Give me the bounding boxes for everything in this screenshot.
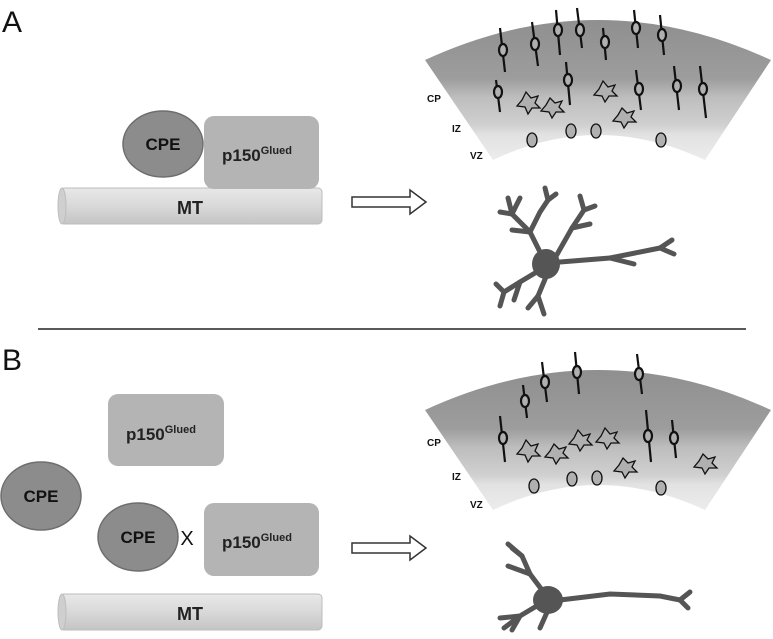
multipolar-cell [592,79,619,104]
cpe-ellipse-b-bound: CPE [97,502,179,572]
radial-neuron [656,14,668,56]
microtubule-a: MT [57,187,323,225]
vz-label-a: VZ [470,151,483,162]
progenitor-cell [526,132,538,148]
right-arrow-icon-b [351,534,428,562]
radial-neuron [599,27,611,61]
panel-b-letter: B [2,344,22,377]
multipolar-cell [611,106,638,130]
radial-neuron [562,61,574,106]
radial-neuron [668,419,680,459]
p150-sup-b-top: Glued [165,424,196,436]
iz-label-b: IZ [452,472,461,483]
radial-neuron [539,361,551,403]
p150-box-b-bottom: p150Glued [204,503,319,576]
multipolar-cell [594,426,621,451]
p150-label-a: p150 [222,146,261,165]
radial-neuron [633,353,645,395]
radial-neuron [574,7,586,49]
cpe-ellipse-a: CPE [122,110,204,178]
progenitor-cell [590,123,602,139]
cpe-label-b-free: CPE [24,487,59,506]
cpe-label-a: CPE [146,135,181,154]
panel-b: B p150Glued CPE MT p150Glued [0,344,771,633]
neuron-b [497,541,693,633]
neuron-soma [532,249,560,279]
progenitor-cell [566,471,578,487]
cp-label-a: CP [427,94,441,105]
iz-label-a: IZ [452,124,461,135]
neuron-cells-b [497,351,719,496]
no-binding-x-mark: X [180,528,193,550]
p150-label-b-top: p150 [126,425,165,444]
radial-neuron [492,79,504,113]
cpe-ellipse-b-free: CPE [0,461,82,531]
progenitor-cell [655,132,667,148]
svg-text:p150Glued: p150Glued [222,532,292,552]
radial-neuron [671,65,683,111]
neuron-soma [533,586,563,614]
mt-label-a: MT [177,198,203,218]
progenitor-cell [528,478,540,494]
svg-text:p150Glued: p150Glued [126,424,196,444]
radial-neuron [529,21,541,67]
progenitor-cell [655,480,667,496]
p150-label-b-bottom: p150 [222,533,261,552]
p150-sup-a: Glued [261,145,292,157]
radial-neuron [519,384,531,419]
multipolar-cell [515,438,542,464]
multipolar-cell [543,442,570,466]
radial-neuron [697,65,709,119]
panel-a: A MT p150Glued CPE CP IZ VZ [2,6,771,317]
multipolar-cell [692,452,719,476]
neuron-cells-a [492,7,709,148]
cortex-b: CP IZ VZ [425,351,771,511]
radial-neuron [630,9,642,49]
panel-a-letter: A [2,6,22,39]
microtubule-b: MT [57,593,323,631]
multipolar-cell [515,90,542,116]
multipolar-cell [567,428,594,453]
svg-text:p150Glued: p150Glued [222,145,292,165]
radial-neuron [497,415,509,463]
right-arrow-icon-a [351,188,428,216]
radial-neuron [571,351,583,395]
radial-neuron [497,27,509,73]
p150-box-b-top: p150Glued [108,394,224,466]
vz-label-b: VZ [470,500,483,511]
progenitor-cell [565,123,577,139]
cortex-a: CP IZ VZ [425,7,771,162]
radial-neuron [633,69,645,111]
multipolar-cell [539,96,566,120]
p150-box-a: p150Glued [204,116,319,189]
radial-neuron [642,409,654,463]
multipolar-cell [612,456,639,480]
cp-label-b: CP [427,438,441,449]
mt-label-b: MT [177,604,203,624]
p150-sup-b-bottom: Glued [261,532,292,544]
progenitor-cell [591,470,603,486]
radial-neuron [552,9,564,56]
neuron-a [493,185,677,317]
cpe-label-b-bound: CPE [121,528,156,547]
